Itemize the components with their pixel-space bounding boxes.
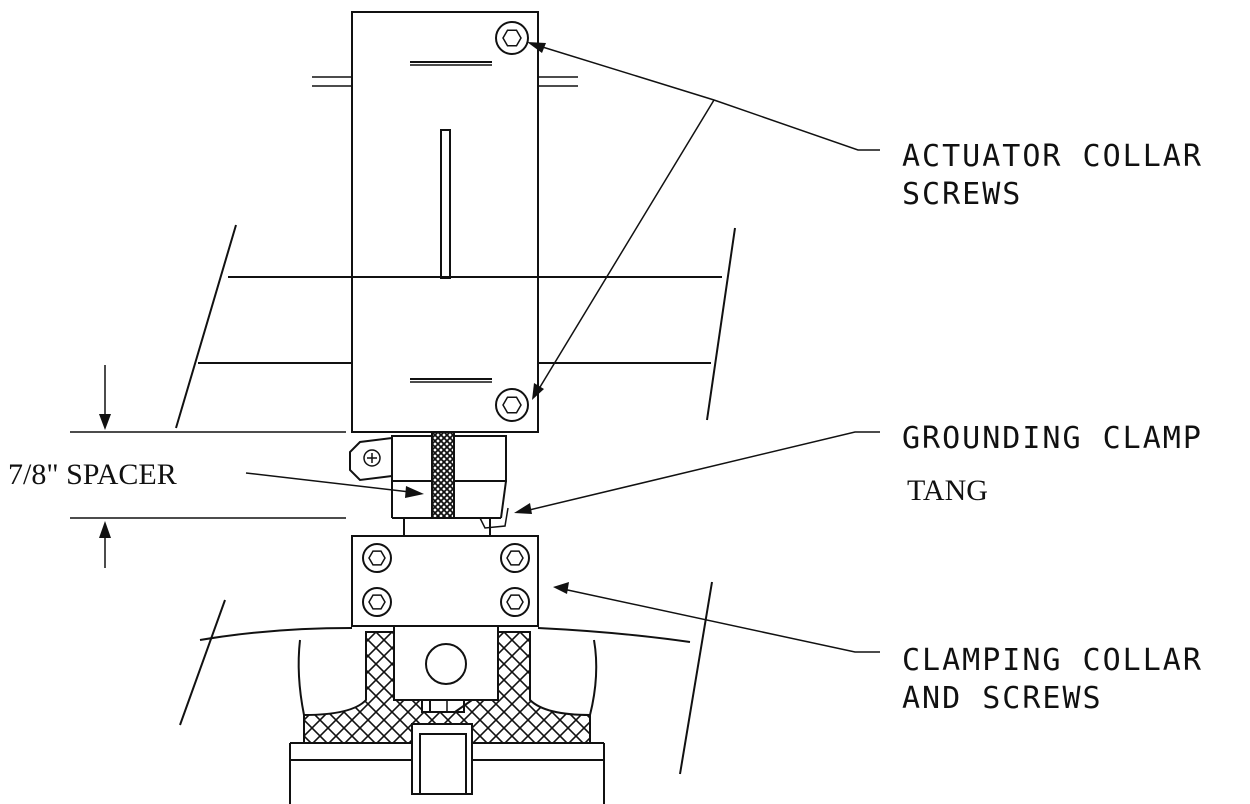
hub-base (289, 625, 605, 804)
tang-label: TANG (907, 474, 988, 507)
actuator-label-line2: SCREWS (902, 177, 1022, 212)
grounding-clamp (349, 435, 509, 529)
spacer-dimension (70, 365, 346, 568)
clamping-label-line1: CLAMPING COLLAR (902, 643, 1203, 678)
actuator-label-line1: ACTUATOR COLLAR (902, 139, 1203, 174)
clamping-collar (351, 535, 539, 627)
clamping-collar-screw-1 (362, 543, 392, 573)
clamping-label-line2: AND SCREWS (902, 681, 1103, 716)
actuator-collar-screw-top (495, 21, 529, 55)
grounding-label: GROUNDING CLAMP (902, 421, 1203, 456)
spacer-label: 7/8" SPACER (8, 458, 177, 491)
clamping-collar-screw-3 (500, 543, 530, 573)
clamping-leader (553, 582, 880, 653)
actuator-collar-screw-bottom (495, 388, 529, 422)
actuator-housing (312, 11, 578, 433)
clamping-collar-screw-4 (500, 587, 530, 617)
clamping-collar-screw-2 (362, 587, 392, 617)
collar-neck (403, 518, 491, 536)
upper-cross-band (175, 224, 736, 429)
spacer-leader (245, 472, 424, 498)
grounding-leader (514, 431, 880, 514)
spacer-braid (431, 431, 455, 519)
lower-cross-band (179, 581, 713, 775)
actuator-leader (527, 42, 880, 400)
